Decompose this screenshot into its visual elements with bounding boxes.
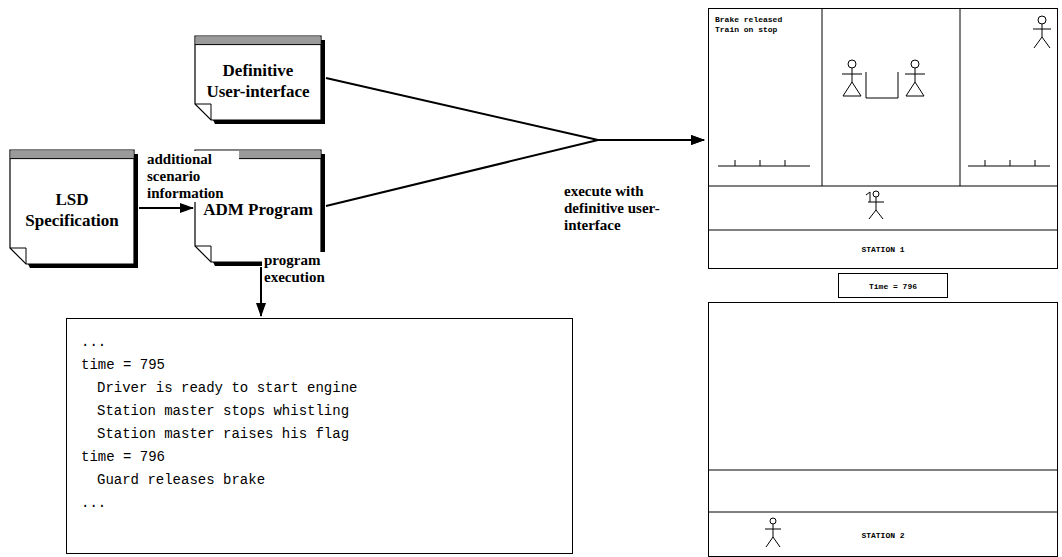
node-label: STATION 2 [709,531,1057,541]
document-box: LSD Specification [10,150,134,264]
edge-label: additional scenario information [145,151,239,202]
document-outline [195,36,327,126]
listing-line: time = 796 [81,446,558,469]
listing-line: Driver is ready to start engine [81,377,558,400]
node-label: LSD Specification [18,189,126,231]
node-label: STATION 1 [709,245,1057,255]
flow-arrow [326,78,704,140]
listing-line: Station master stops whistling [81,400,558,423]
time-box: Time = 796 [838,273,948,298]
node-label: Brake released Train on stop [715,15,795,35]
output-listing: ...time = 795Driver is ready to start en… [66,318,573,554]
node-label: Definitive User-interface [203,60,313,102]
document-box: Definitive User-interface [195,36,321,120]
edge-label: program execution [262,252,346,286]
edge-label: execute with definitive user-interface [562,183,676,234]
listing-line: ... [81,492,558,515]
node-label: Time = 796 [839,282,947,292]
listing-line: Guard releases brake [81,469,558,492]
screen-panel: Brake released Train on stopSTATION 1 [708,8,1058,269]
listing-line: Station master raises his flag [81,423,558,446]
listing-line: time = 795 [81,354,558,377]
flow-arrow [139,207,193,209]
screen-panel: STATION 2 [708,302,1058,557]
document-outline [10,150,140,270]
listing-line: ... [81,331,558,354]
